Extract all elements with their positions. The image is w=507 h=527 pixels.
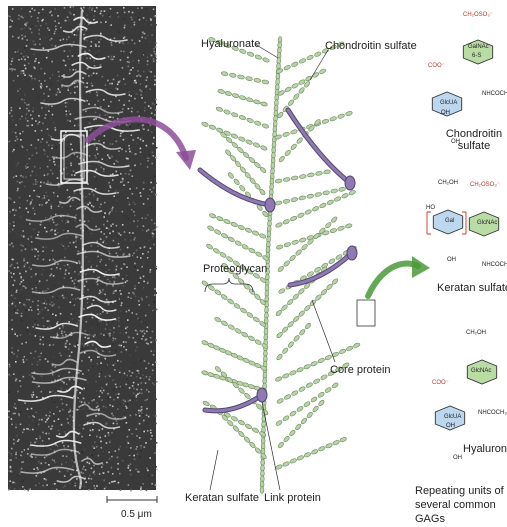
scale-bar-label: 0.5 μm <box>121 509 152 521</box>
chem-nhcoch3-2: NHCOCH₃ <box>482 262 507 269</box>
chem-oh-3: OH <box>447 257 456 264</box>
purple-arrow-head <box>176 150 196 170</box>
label-link-protein: Link protein <box>264 492 321 504</box>
chem-gal: Gal <box>445 218 454 225</box>
chem-ch2oh-1: CH₂OH <box>438 180 458 187</box>
chem-glcnac-1: GlcNAc <box>477 220 497 227</box>
green-arrow <box>368 264 418 296</box>
chem-oh-1: OH <box>441 110 450 117</box>
chem-oh-4: OH <box>446 423 455 430</box>
caption-keratan-sulfate: Keratan sulfate <box>437 282 507 294</box>
chem-ch2oso3-2: CH₂OSO₃⁻ <box>470 182 500 189</box>
label-chondroitin-sulfate: Chondroitin sulfate <box>325 40 417 52</box>
chem-galnac-pos: 6-S <box>472 53 481 60</box>
caption-chondroitin-sulfate: Chondroitin sulfate <box>439 128 507 152</box>
chem-ch2oso3-1: CH₂OSO₃⁻ <box>463 12 493 19</box>
label-proteoglycan: Proteoglycan <box>203 263 267 275</box>
caption-hyaluronate: Hyaluronate <box>463 443 507 455</box>
chem-glcnac-2: GlcNAc <box>471 368 491 375</box>
purple-arrow <box>88 119 186 158</box>
green-arrow-head <box>412 256 430 278</box>
chem-ho: HO <box>426 205 435 212</box>
chem-nhcoch3-3: NHCOCH₃ <box>478 410 507 417</box>
chem-nhcoch3-1: NHCOCH₃ <box>482 91 507 98</box>
label-core-protein: Core protein <box>330 364 391 376</box>
label-hyaluronate: Hyaluronate <box>201 38 260 50</box>
label-keratan-sulfate: Keratan sulfate <box>185 492 259 504</box>
chem-oh-2: OH <box>451 139 460 146</box>
chem-ch2oh-2: CH₂OH <box>466 330 486 337</box>
chem-oh-5: OH <box>453 455 462 462</box>
detail-box <box>357 300 375 326</box>
chem-glcua-1: GlcUA <box>440 100 457 107</box>
caption-footer: Repeating units of several common GAGs <box>415 484 507 526</box>
chem-glcua-2: GlcUA <box>444 414 461 421</box>
chem-coo-2: COO⁻ <box>432 380 449 387</box>
chem-galnac-1: GalNAc <box>468 44 489 51</box>
chem-coo-1: COO⁻ <box>428 63 445 70</box>
